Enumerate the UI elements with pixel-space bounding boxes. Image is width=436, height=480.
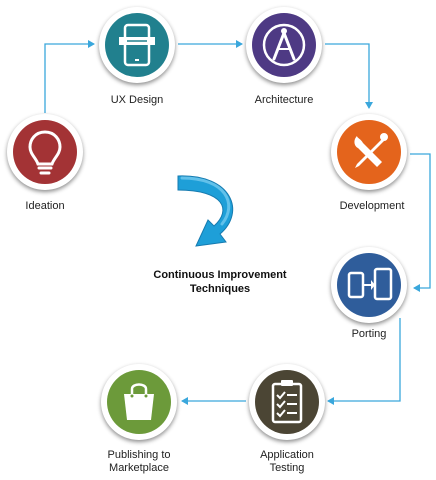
ux-design-circle — [105, 13, 169, 77]
label-ideation: Ideation — [25, 200, 65, 212]
center-label: Continuous Improvement Techniques — [153, 269, 287, 295]
ideation-circle — [13, 120, 77, 184]
connector-porting-to-testing — [327, 318, 401, 405]
node-application-testing — [249, 364, 325, 440]
tools-icon — [354, 133, 388, 168]
node-architecture — [246, 7, 322, 83]
node-ideation — [7, 114, 83, 190]
label-application-testing: Application Testing — [260, 449, 314, 474]
node-development — [331, 114, 407, 190]
porting-circle — [337, 253, 401, 317]
label-architecture: Architecture — [254, 94, 314, 106]
connector-architecture-to-development — [325, 43, 373, 109]
mobile-ux-icon — [119, 23, 155, 67]
label-ux-design: UX Design — [110, 94, 164, 106]
node-ux-design — [99, 7, 175, 83]
cycle-arrow-icon — [177, 175, 234, 247]
device-transfer-icon — [347, 267, 393, 301]
shopping-bag-icon — [124, 383, 154, 420]
connector-development-to-porting — [410, 153, 431, 292]
node-porting — [331, 247, 407, 323]
checklist-icon — [271, 380, 303, 424]
development-circle — [337, 120, 401, 184]
connector-ideation-to-ux — [44, 40, 95, 113]
compass-icon — [262, 23, 306, 67]
label-porting: Porting — [351, 328, 387, 340]
publishing-circle — [107, 370, 171, 434]
lightbulb-icon — [28, 130, 62, 175]
label-development: Development — [339, 200, 405, 212]
testing-circle — [255, 370, 319, 434]
label-publishing: Publishing to Marketplace — [107, 449, 171, 474]
node-publishing — [101, 364, 177, 440]
architecture-circle — [252, 13, 316, 77]
